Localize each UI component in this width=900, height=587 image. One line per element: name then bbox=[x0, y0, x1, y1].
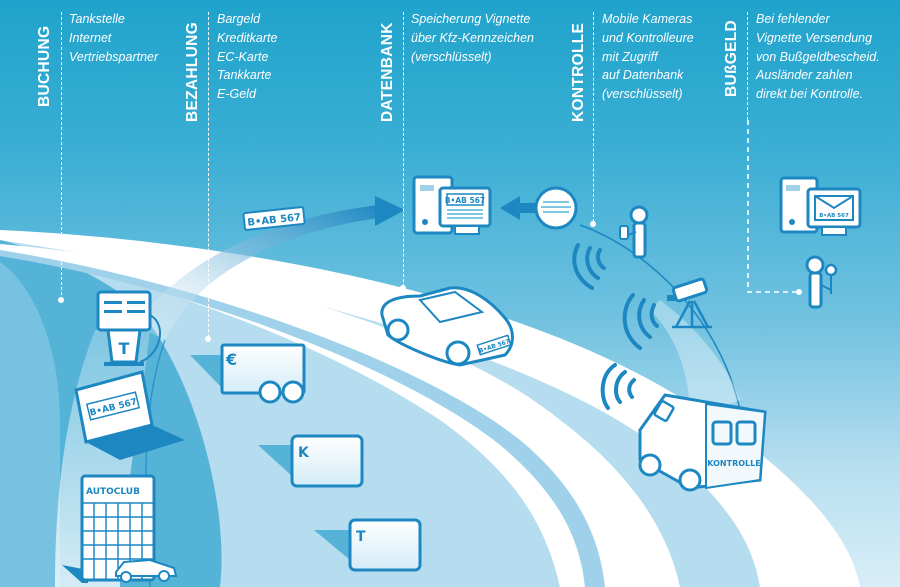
dashed-line-bussgeld bbox=[747, 12, 748, 120]
heading-buchung: BUCHUNG bbox=[36, 25, 53, 107]
heading-bezahlung: BEZAHLUNG bbox=[184, 22, 201, 122]
desc-line: Speicherung Vignette bbox=[411, 12, 531, 26]
desc-line: mit Zugriff bbox=[602, 49, 658, 64]
desc-line: auf Datenbank bbox=[602, 68, 684, 83]
desc-line: Mobile Kameras bbox=[602, 12, 693, 26]
computer-database-icon: B•AB 567 bbox=[412, 175, 492, 235]
desc-bezahlung: Bargeld Kreditkarte EC-Karte Tankkarte E… bbox=[217, 10, 277, 104]
heading-datenbank: DATENBANK bbox=[379, 22, 396, 122]
dashed-line-buchung bbox=[61, 12, 62, 300]
bussgeld-connector bbox=[747, 120, 798, 293]
desc-bussgeld: Bei fehlender Vignette Versendung von Bu… bbox=[756, 10, 880, 104]
desc-kontrolle: Mobile Kameras und Kontrolleure mit Zugr… bbox=[602, 10, 694, 104]
desc-line: über Kfz-Kennzeichen bbox=[411, 30, 534, 45]
van-text: KONTROLLE bbox=[707, 459, 760, 468]
card-letter-t: T bbox=[356, 529, 366, 545]
card-letter-k: K bbox=[298, 445, 310, 461]
desc-line: Tankstelle bbox=[69, 12, 125, 26]
car-icon: B•AB 567 bbox=[380, 286, 514, 367]
anchor-dot-datenbank bbox=[400, 285, 406, 291]
inspector-person-icon bbox=[619, 205, 649, 259]
data-circle-icon bbox=[534, 186, 578, 230]
computer-mail-icon: B•AB 567 bbox=[779, 176, 862, 236]
desc-line: Ausländer zahlen bbox=[756, 68, 853, 83]
desc-line: Bei fehlender bbox=[756, 12, 830, 26]
cash-card-icon: € bbox=[190, 343, 306, 404]
desc-line: Tankkarte bbox=[217, 68, 272, 83]
heading-kontrolle: KONTROLLE bbox=[570, 22, 587, 122]
desc-datenbank: Speicherung Vignette über Kfz-Kennzeiche… bbox=[411, 10, 534, 66]
dashed-line-datenbank bbox=[403, 12, 404, 287]
arrow-left-icon bbox=[500, 196, 540, 220]
officer-person-icon bbox=[805, 255, 838, 309]
desc-line: EC-Karte bbox=[217, 49, 269, 64]
desc-buchung: Tankstelle Internet Vertriebspartner bbox=[69, 10, 158, 66]
road-left-inner bbox=[0, 262, 60, 587]
radio-wave-icon bbox=[572, 243, 659, 410]
road-lane bbox=[0, 244, 680, 587]
laptop-icon: B•AB 567 bbox=[74, 370, 185, 460]
desc-line: und Kontrolleure bbox=[602, 30, 694, 45]
fuel-card-t-icon: T bbox=[314, 518, 422, 572]
desc-line: direkt bei Kontrolle. bbox=[756, 87, 864, 102]
dashed-line-kontrolle bbox=[593, 12, 594, 222]
desc-line: von Bußgeldbescheid. bbox=[756, 49, 880, 64]
arrow-right-icon bbox=[375, 196, 405, 226]
mail-plate-text: B•AB 567 bbox=[819, 213, 849, 219]
desc-line: (verschlüsselt) bbox=[602, 87, 683, 102]
desc-line: Internet bbox=[69, 30, 112, 45]
desc-line: Bargeld bbox=[217, 12, 261, 26]
anchor-dot-kontrolle bbox=[590, 221, 596, 227]
plate-on-arc: B•AB 567 bbox=[242, 206, 306, 231]
autoclub-building-icon: AUTOCLUB bbox=[62, 474, 178, 583]
euro-symbol: € bbox=[225, 350, 237, 369]
anchor-dot-buchung bbox=[58, 297, 64, 303]
camera-tripod-icon bbox=[667, 277, 712, 329]
control-beam bbox=[650, 300, 740, 420]
desc-line: Vertriebspartner bbox=[69, 49, 159, 64]
pump-letter: T bbox=[119, 339, 130, 358]
control-van-icon: KONTROLLE bbox=[638, 393, 767, 492]
road-stripe bbox=[0, 250, 605, 587]
credit-card-k-icon: K bbox=[258, 434, 364, 488]
dashed-line-bezahlung bbox=[208, 12, 209, 337]
desc-line: Vignette Versendung bbox=[756, 30, 873, 45]
desc-line: (verschlüsselt) bbox=[411, 49, 492, 64]
heading-bussgeld: BUßGELD bbox=[723, 19, 740, 97]
fuel-pump-icon: T bbox=[96, 290, 161, 366]
desc-line: E-Geld bbox=[217, 87, 256, 102]
database-plate-text: B•AB 567 bbox=[445, 196, 485, 205]
anchor-dot-bezahlung bbox=[205, 336, 211, 342]
desc-line: Kreditkarte bbox=[217, 30, 278, 45]
autoclub-text: AUTOCLUB bbox=[86, 487, 140, 497]
